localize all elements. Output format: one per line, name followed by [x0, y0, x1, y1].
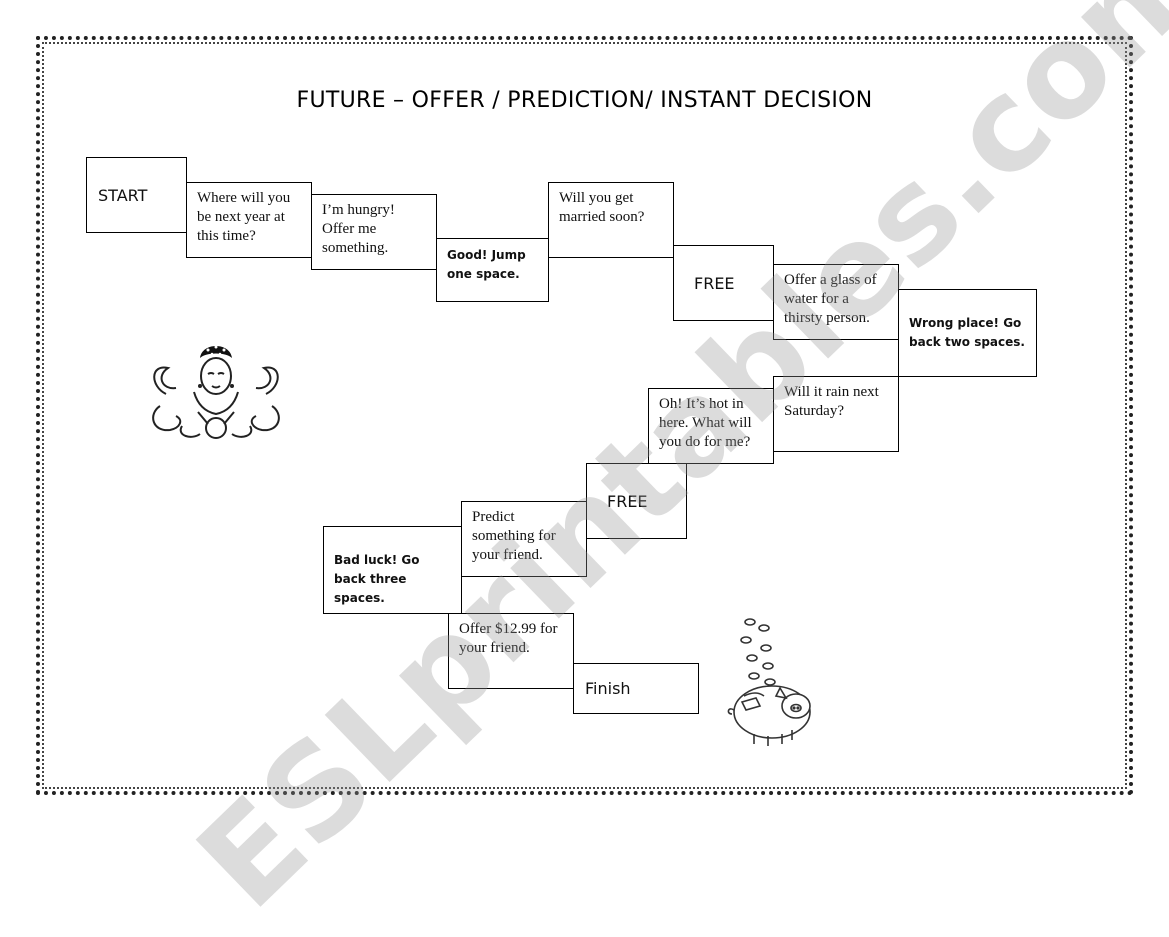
dotted-border-inner [42, 42, 1127, 789]
worksheet-page: FUTURE – OFFER / PREDICTION/ INSTANT DEC… [36, 0, 1169, 937]
square-free-1: FREE [673, 245, 774, 321]
square-jump-one: Good! Jump one space. [436, 238, 549, 302]
square-predict-friend: Predict something for your friend. [461, 501, 587, 577]
fortune-teller-icon [152, 345, 280, 439]
square-start: START [86, 157, 187, 233]
square-back-two: Wrong place! Go back two spaces. [898, 289, 1037, 377]
square-offer-money: Offer $12.99 for your friend. [448, 613, 574, 689]
square-rain-saturday: Will it rain next Saturday? [773, 376, 899, 452]
dotted-border-outer [36, 36, 1133, 795]
square-im-hungry: I’m hungry! Offer me something. [311, 194, 437, 270]
square-hot-in-here: Oh! It’s hot in here. What will you do f… [648, 388, 774, 464]
square-where-next-year: Where will you be next year at this time… [186, 182, 312, 258]
square-finish: Finish [573, 663, 699, 714]
piggy-bank-icon [727, 618, 811, 746]
worksheet-title: FUTURE – OFFER / PREDICTION/ INSTANT DEC… [296, 88, 873, 113]
square-married-soon: Will you get married soon? [548, 182, 674, 258]
square-free-2: FREE [586, 463, 687, 539]
square-glass-of-water: Offer a glass of water for a thirsty per… [773, 264, 899, 340]
square-back-three: Bad luck! Go back three spaces. [323, 526, 462, 614]
